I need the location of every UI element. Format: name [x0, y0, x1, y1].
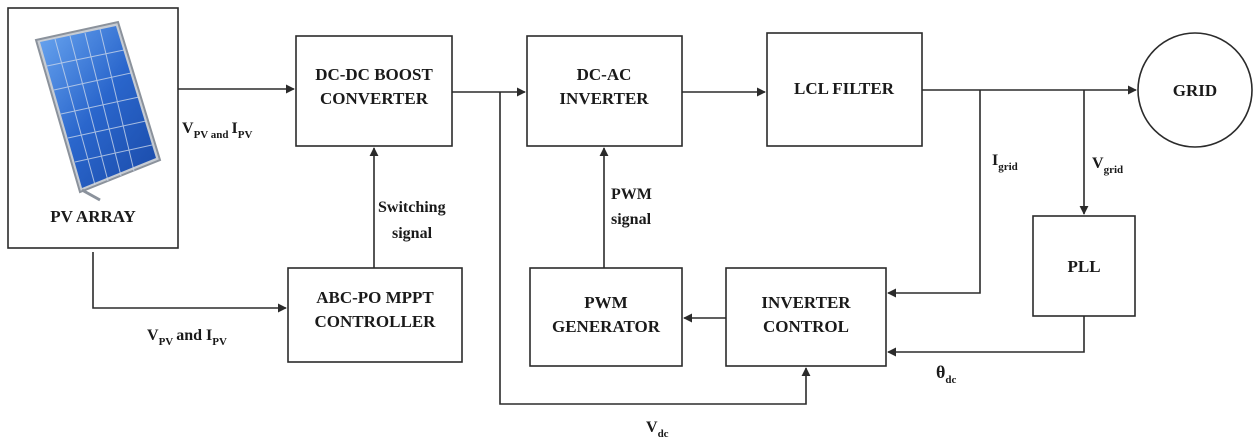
pwm-generator-label-2: GENERATOR [552, 317, 661, 336]
grid-label: GRID [1173, 81, 1217, 100]
label-v-grid: Vgrid [1092, 155, 1123, 176]
label-pwm-signal-2: signal [611, 211, 652, 228]
pv-array-block: PV ARRAY [7, 7, 179, 249]
mppt-label-1: ABC-PO MPPT [316, 288, 434, 307]
label-v-dc: Vdc [646, 419, 669, 440]
label-i-grid: Igrid [992, 152, 1018, 173]
mppt-label-2: CONTROLLER [315, 312, 437, 331]
boost-converter-label-1: DC-DC BOOST [315, 65, 433, 84]
inverter-control-label-1: INVERTER [761, 293, 851, 312]
inverter-label-2: INVERTER [559, 89, 649, 108]
grid-block: GRID [1137, 32, 1253, 148]
boost-converter-label-2: CONVERTER [320, 89, 429, 108]
mppt-controller-block: ABC-PO MPPT CONTROLLER [287, 267, 463, 363]
label-switching-2: signal [392, 225, 433, 242]
inverter-control-block: INVERTER CONTROL [725, 267, 887, 367]
boost-converter-block: DC-DC BOOST CONVERTER [295, 35, 453, 147]
inverter-label-1: DC-AC [577, 65, 632, 84]
lcl-filter-block: LCL FILTER [766, 32, 923, 147]
wire-pv-to-mppt [92, 252, 287, 313]
wire-vdc-feedback [499, 92, 811, 405]
pwm-generator-block: PWM GENERATOR [529, 267, 683, 367]
pv-array-label: PV ARRAY [50, 207, 136, 226]
inverter-control-label-2: CONTROL [763, 317, 849, 336]
wire-igrid-feedback [887, 90, 981, 298]
wire-theta-to-control [887, 316, 1085, 357]
pll-label: PLL [1067, 257, 1100, 276]
pll-block: PLL [1032, 215, 1136, 317]
solar-panel-icon [34, 20, 162, 202]
inverter-block: DC-AC INVERTER [526, 35, 683, 147]
label-theta: θdc [936, 362, 957, 386]
label-pwm-signal-1: PWM [611, 186, 652, 203]
lcl-filter-label: LCL FILTER [794, 79, 895, 98]
label-switching-1: Switching [378, 199, 446, 216]
pwm-generator-label-1: PWM [584, 293, 627, 312]
